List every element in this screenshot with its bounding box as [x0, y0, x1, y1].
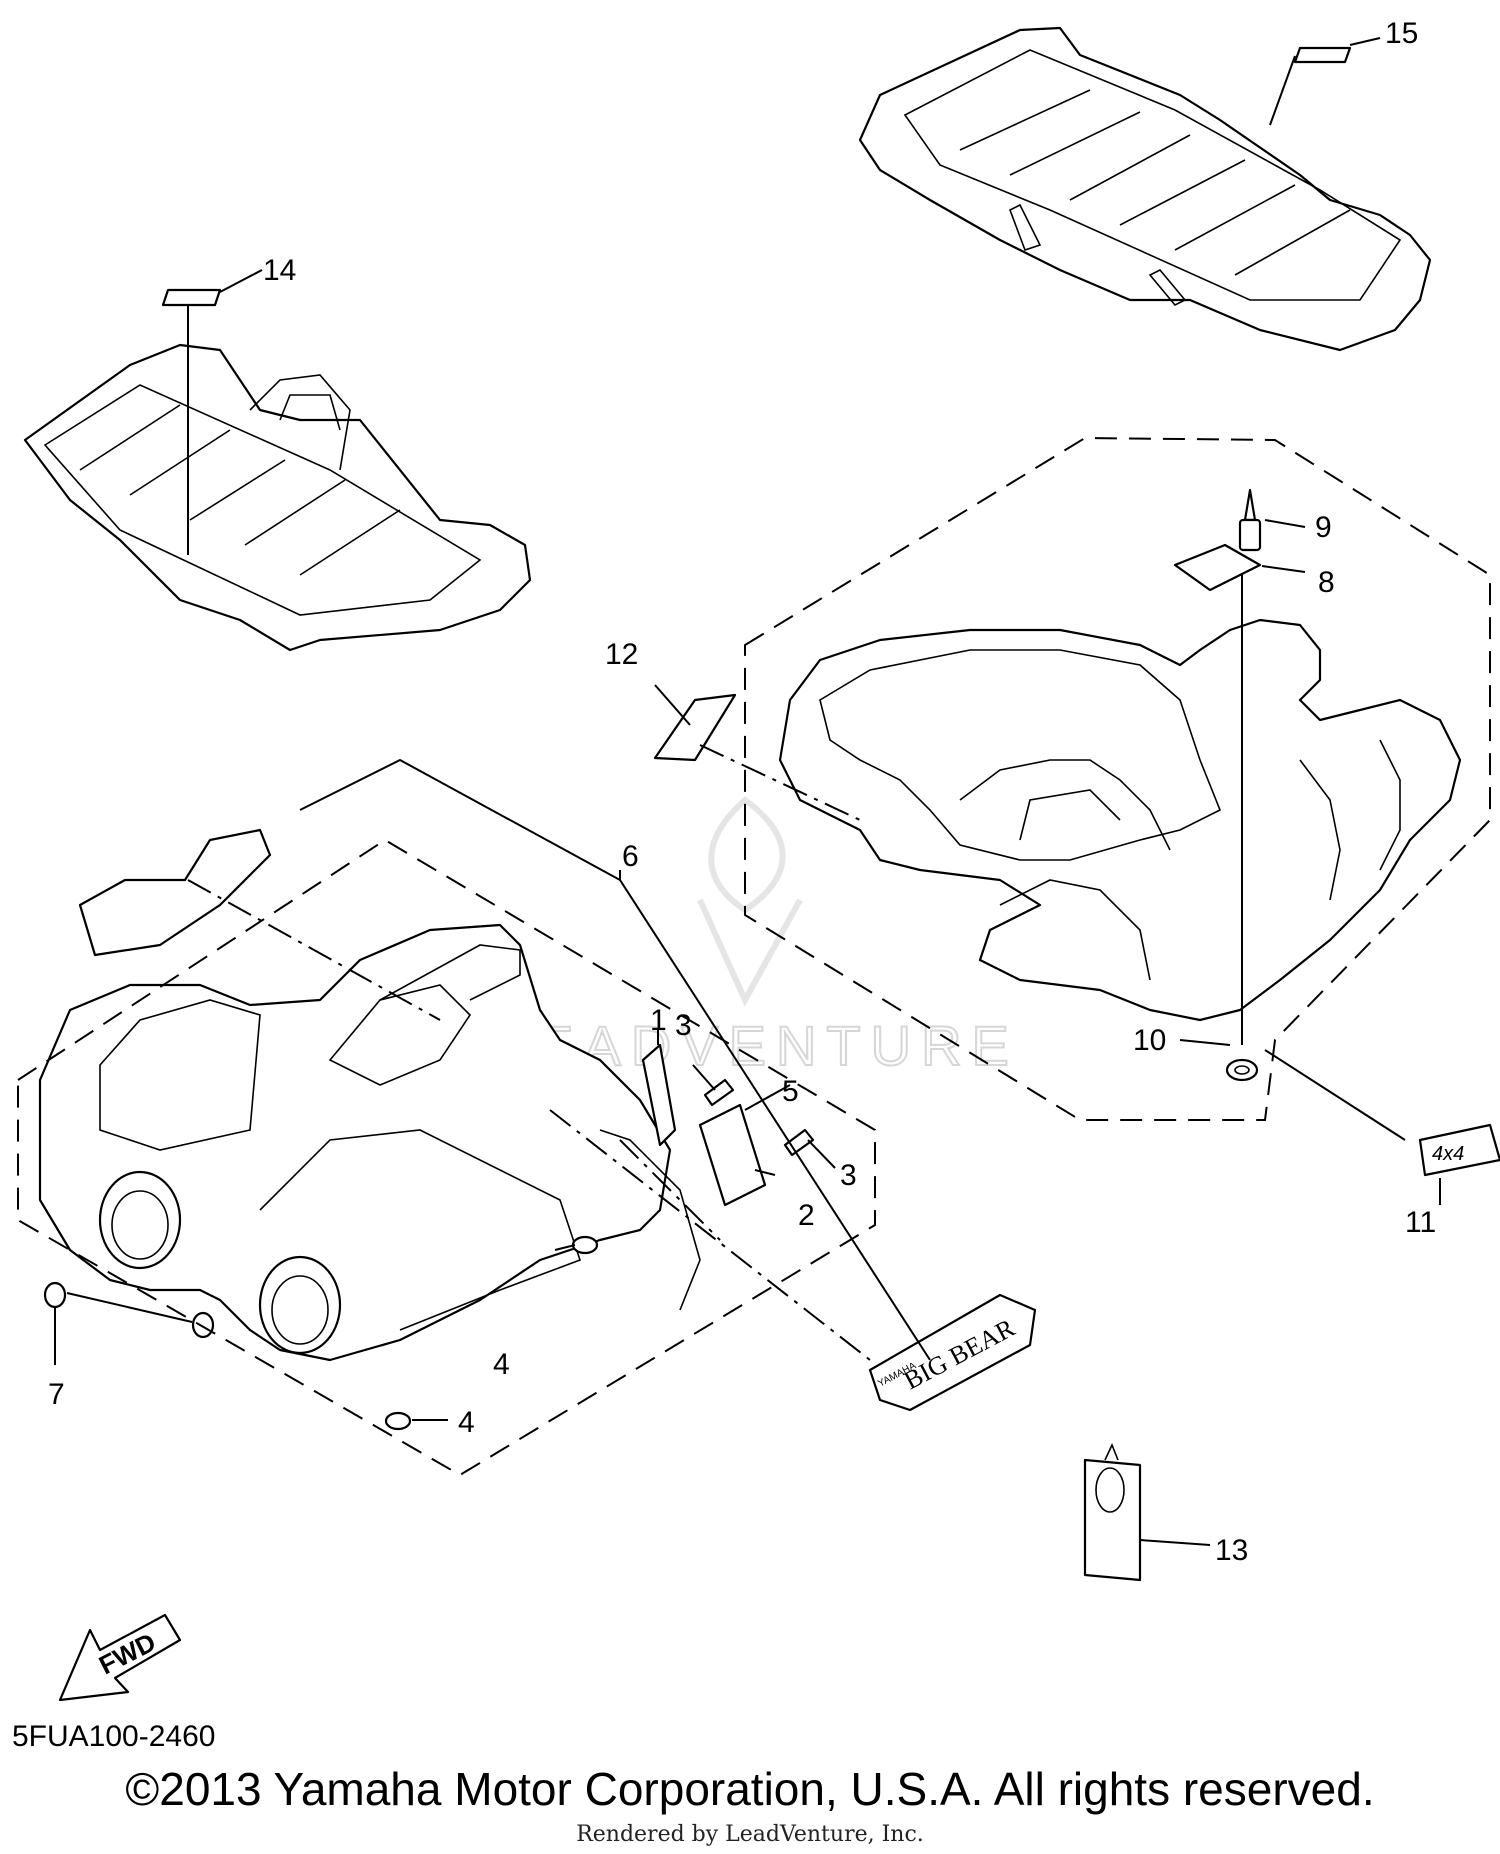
callout-10: 10: [1133, 1024, 1166, 1057]
callout-5: 5: [782, 1075, 799, 1108]
front-carrier: [23, 343, 532, 652]
rendered-by-credit: Rendered by LeadVenture, Inc.: [576, 1822, 924, 1847]
callout-6: 6: [622, 840, 639, 873]
decal-4x4-text: 4x4: [1432, 1143, 1464, 1165]
callout-12: 12: [605, 638, 638, 671]
callout-7: 7: [48, 1378, 65, 1411]
small-parts: [43, 488, 1262, 1431]
diagram-code: 5FUA100-2460: [12, 1720, 216, 1753]
callouts: 1 2 3 3 4 4 5 6 7 8 9 10 11 12 13 14 15: [48, 17, 1436, 1567]
callout-2: 2: [798, 1199, 815, 1232]
rear-carrier: [858, 26, 1432, 352]
front-fender: [38, 923, 701, 1362]
callout-9: 9: [1315, 511, 1332, 544]
callout-4b: 4: [493, 1348, 510, 1381]
callout-3a: 3: [675, 1009, 692, 1042]
assembly-outlines: [17, 436, 1491, 1477]
callout-3b: 3: [840, 1159, 857, 1192]
fwd-arrow-icon: FWD: [58, 1613, 182, 1702]
callout-13: 13: [1215, 1534, 1248, 1567]
callout-1: 1: [650, 1004, 667, 1037]
callout-8: 8: [1318, 566, 1335, 599]
callout-14: 14: [263, 254, 296, 287]
decals: 4x4 YAMAHA BIG BEAR: [78, 46, 1500, 1582]
callout-4a: 4: [458, 1406, 475, 1439]
callout-15: 15: [1385, 17, 1418, 50]
callout-11: 11: [1405, 1206, 1436, 1239]
leader-lines: [54, 37, 1441, 1546]
copyright-notice: ©2013 Yamaha Motor Corporation, U.S.A. A…: [125, 1763, 1375, 1815]
rear-fender: [778, 618, 1462, 1022]
